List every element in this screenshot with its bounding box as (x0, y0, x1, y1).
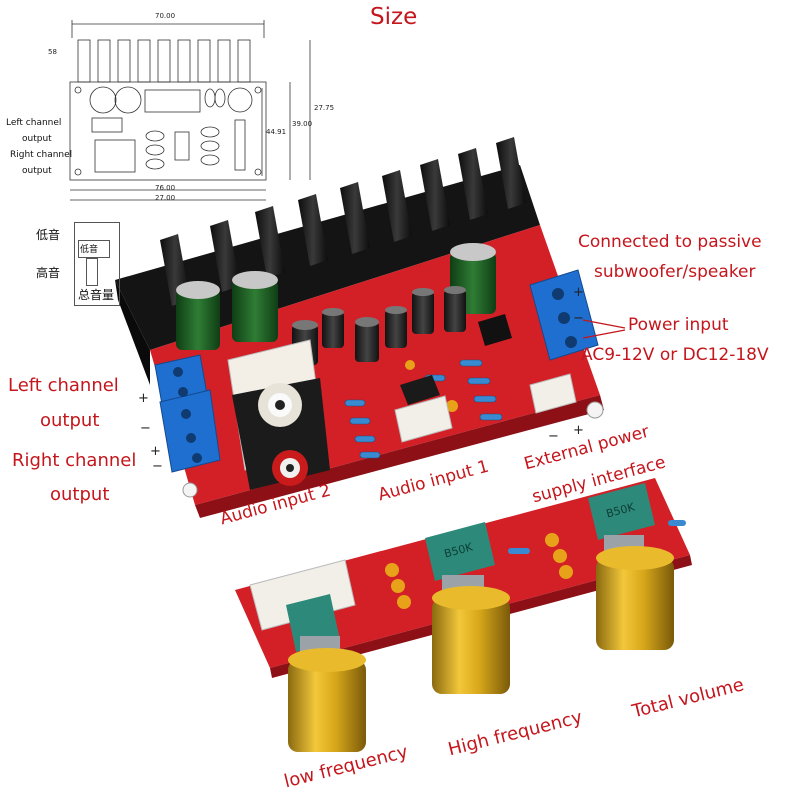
callout-power-2: AC9-12V or DC12-18V (581, 345, 769, 365)
dim-bottom-w1: 76.00 (155, 184, 176, 192)
drawing-right-channel-2: output (22, 166, 52, 176)
svg-text:+: + (573, 285, 584, 300)
control-pcb (235, 478, 692, 752)
dim-left-height: 58 (48, 48, 57, 56)
treble-label: 高音 (36, 266, 61, 280)
callout-power-1: Power input (628, 315, 729, 335)
callout-passive-1: Connected to passive (578, 232, 762, 252)
dim-inner-h: 44.91 (266, 128, 287, 136)
dim-bottom-w2: 27.00 (155, 194, 176, 202)
page-title: Size (370, 4, 418, 30)
volume-label: 总音量 (78, 288, 115, 302)
svg-text:+: + (573, 423, 584, 438)
knob-panel-shaft (86, 258, 98, 286)
callout-left-out-2: output (40, 410, 100, 431)
dimension-drawing (69, 20, 311, 201)
knob-panel-box (78, 240, 110, 258)
svg-text:−: − (140, 421, 151, 436)
callout-left-out-1: Left channel (8, 375, 119, 396)
drawing-left-channel-2: output (22, 134, 52, 144)
svg-text:−: − (152, 459, 163, 474)
svg-text:−: − (573, 311, 584, 326)
drawing-right-channel-1: Right channel (10, 150, 73, 160)
drawing-left-channel-1: Left channel (6, 118, 62, 128)
bass-box-label: 低音 (80, 245, 99, 255)
dim-right-h2: 39.00 (292, 120, 313, 128)
svg-text:−: − (548, 429, 559, 444)
callout-passive-2: subwoofer/speaker (594, 262, 756, 282)
callout-right-out-2: output (50, 484, 110, 505)
main-pcb (150, 225, 604, 518)
dim-top-width: 70.00 (155, 12, 176, 20)
bass-label: 低音 (36, 228, 61, 242)
knob-panel-diagram (74, 222, 120, 306)
svg-text:+: + (150, 444, 161, 459)
dim-right-h1: 27.75 (314, 104, 335, 112)
svg-text:+: + (138, 391, 149, 406)
callout-right-out-1: Right channel (12, 450, 137, 471)
